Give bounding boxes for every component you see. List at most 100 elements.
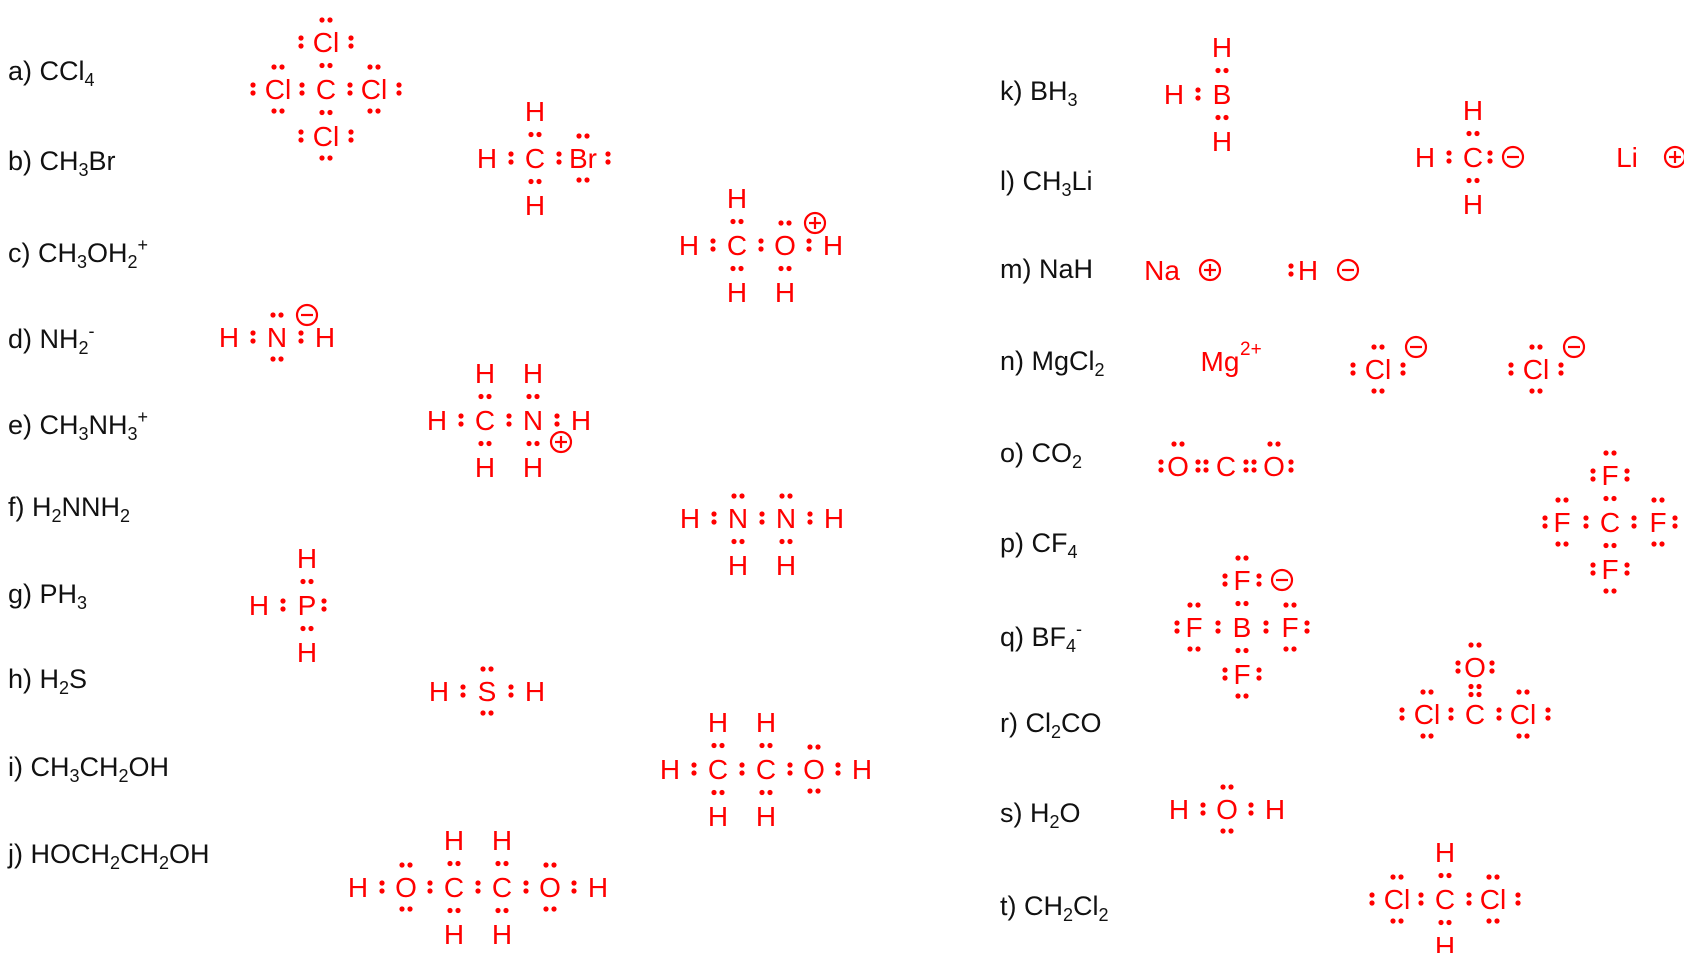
atom-o: O xyxy=(803,754,825,785)
electron-dot xyxy=(1524,689,1530,695)
electron-dot xyxy=(1515,900,1521,906)
electron-dot xyxy=(787,770,793,776)
atom-h: H xyxy=(708,707,728,738)
formula-label: e) CH3NH3+ xyxy=(8,408,148,443)
formula-part: 2 xyxy=(159,853,170,873)
electron-dot xyxy=(759,789,765,796)
atom-c: C xyxy=(1463,142,1483,173)
lewis-structure: H xyxy=(1288,255,1360,286)
electron-dot xyxy=(1537,388,1543,394)
electron-dot xyxy=(298,43,304,49)
electron-dot xyxy=(319,62,325,69)
item-letter: i) xyxy=(8,752,31,782)
atom-cl: Cl xyxy=(1523,354,1549,385)
atom-o: O xyxy=(539,872,561,903)
formula-label: b) CH3Br xyxy=(8,146,116,180)
electron-dot xyxy=(327,17,333,23)
formula-label: f) H2NNH2 xyxy=(8,494,131,526)
electron-dot xyxy=(1420,689,1426,695)
electron-dot xyxy=(1542,523,1548,529)
electron-dot xyxy=(1603,588,1609,594)
electron-dot xyxy=(1489,668,1495,674)
electron-dot xyxy=(1228,784,1234,790)
item-letter: s) xyxy=(1000,798,1030,828)
electron-dot xyxy=(1222,667,1228,673)
electron-dot xyxy=(1235,555,1241,561)
formula-label: a) CCl4 xyxy=(8,56,95,90)
electron-dot xyxy=(1558,362,1564,368)
formula-label: k) BH3 xyxy=(1000,76,1078,110)
electron-dot xyxy=(1283,646,1289,652)
atom-na: Na xyxy=(1144,255,1180,286)
ion-charge: 2+ xyxy=(1240,339,1262,360)
electron-dot xyxy=(1611,542,1617,549)
electron-dot xyxy=(455,860,461,867)
electron-dot xyxy=(480,666,486,672)
electron-dot xyxy=(1291,602,1297,608)
electron-dot xyxy=(250,90,256,96)
electron-dot xyxy=(1220,828,1226,834)
electron-dot xyxy=(1251,459,1257,465)
formula-part: CO xyxy=(1031,438,1073,468)
electron-dot xyxy=(1583,515,1589,521)
electron-dot xyxy=(299,82,305,88)
electron-dot xyxy=(407,862,413,868)
atom-h: H xyxy=(1164,79,1184,110)
electron-dot xyxy=(299,90,305,96)
formula-part: CH xyxy=(39,146,79,176)
electron-dot xyxy=(1659,541,1665,547)
electron-dot xyxy=(779,538,785,545)
electron-dot xyxy=(348,43,354,49)
electron-dot xyxy=(1555,541,1561,547)
electron-dot xyxy=(1223,114,1229,121)
atom-h: H xyxy=(824,503,844,534)
formula-part: OH xyxy=(169,839,210,869)
formula-part: Br xyxy=(88,146,116,176)
atom-h: H xyxy=(660,754,680,785)
electron-dot xyxy=(399,906,405,912)
electron-dot xyxy=(278,356,284,362)
electron-dot xyxy=(1291,646,1297,652)
electron-dot xyxy=(1558,370,1564,376)
electron-dot xyxy=(1487,158,1493,164)
electron-dot xyxy=(739,493,745,499)
atom-f: F xyxy=(1233,659,1250,690)
electron-dot xyxy=(1524,733,1530,739)
item-letter: l) xyxy=(1000,166,1023,196)
formula-part: CH xyxy=(38,238,77,268)
electron-dot xyxy=(1235,600,1241,607)
atom-h: H xyxy=(727,183,747,214)
electron-dot xyxy=(347,82,353,88)
item-letter: o) xyxy=(1000,438,1032,468)
atom-h: H xyxy=(1415,142,1435,173)
atom-f: F xyxy=(1601,554,1618,585)
item-letter: a) xyxy=(8,56,40,86)
formula-part: CF xyxy=(1031,528,1068,558)
electron-dot xyxy=(787,538,793,545)
electron-dot xyxy=(486,393,492,400)
item-letter: k) xyxy=(1000,76,1030,106)
item-letter: j) xyxy=(8,839,31,869)
atom-c: C xyxy=(727,230,747,261)
electron-dot xyxy=(1468,683,1474,690)
atom-h: H xyxy=(775,277,795,308)
atom-cl: Cl xyxy=(1414,699,1440,730)
electron-dot xyxy=(710,238,716,244)
electron-dot xyxy=(1428,689,1434,695)
electron-dot xyxy=(534,440,540,447)
electron-dot xyxy=(1215,114,1221,121)
electron-dot xyxy=(1603,542,1609,549)
atom-h: H xyxy=(427,405,447,436)
negative-charge-icon xyxy=(295,303,319,327)
atom-c: C xyxy=(1216,451,1236,482)
formula-part: 2 xyxy=(120,506,131,526)
electron-dot xyxy=(576,133,582,139)
atom-cl: Cl xyxy=(265,74,291,105)
